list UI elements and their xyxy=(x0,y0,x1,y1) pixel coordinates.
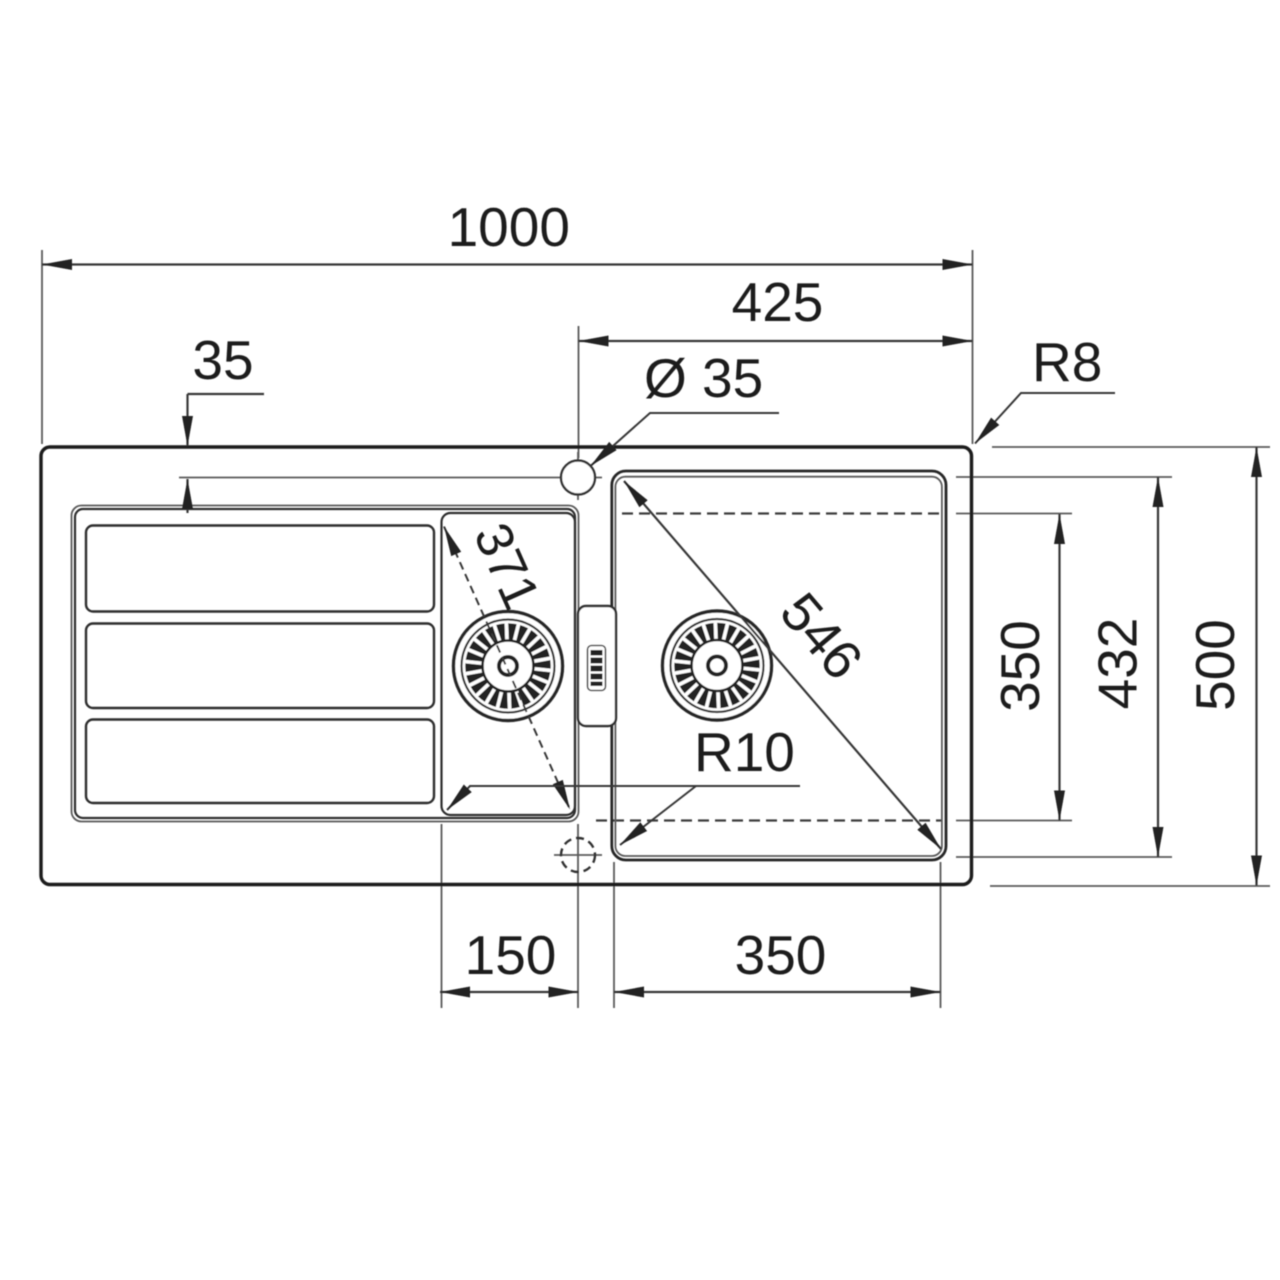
svg-text:R10: R10 xyxy=(694,721,795,783)
svg-text:1000: 1000 xyxy=(448,196,570,258)
svg-text:500: 500 xyxy=(1184,619,1246,711)
svg-text:R8: R8 xyxy=(1032,331,1102,393)
svg-text:350: 350 xyxy=(989,620,1051,712)
svg-text:350: 350 xyxy=(735,924,827,986)
svg-text:432: 432 xyxy=(1087,618,1149,710)
svg-text:150: 150 xyxy=(465,924,557,986)
svg-text:425: 425 xyxy=(732,271,824,333)
svg-text:Ø 35: Ø 35 xyxy=(644,347,763,409)
svg-text:35: 35 xyxy=(192,329,253,391)
